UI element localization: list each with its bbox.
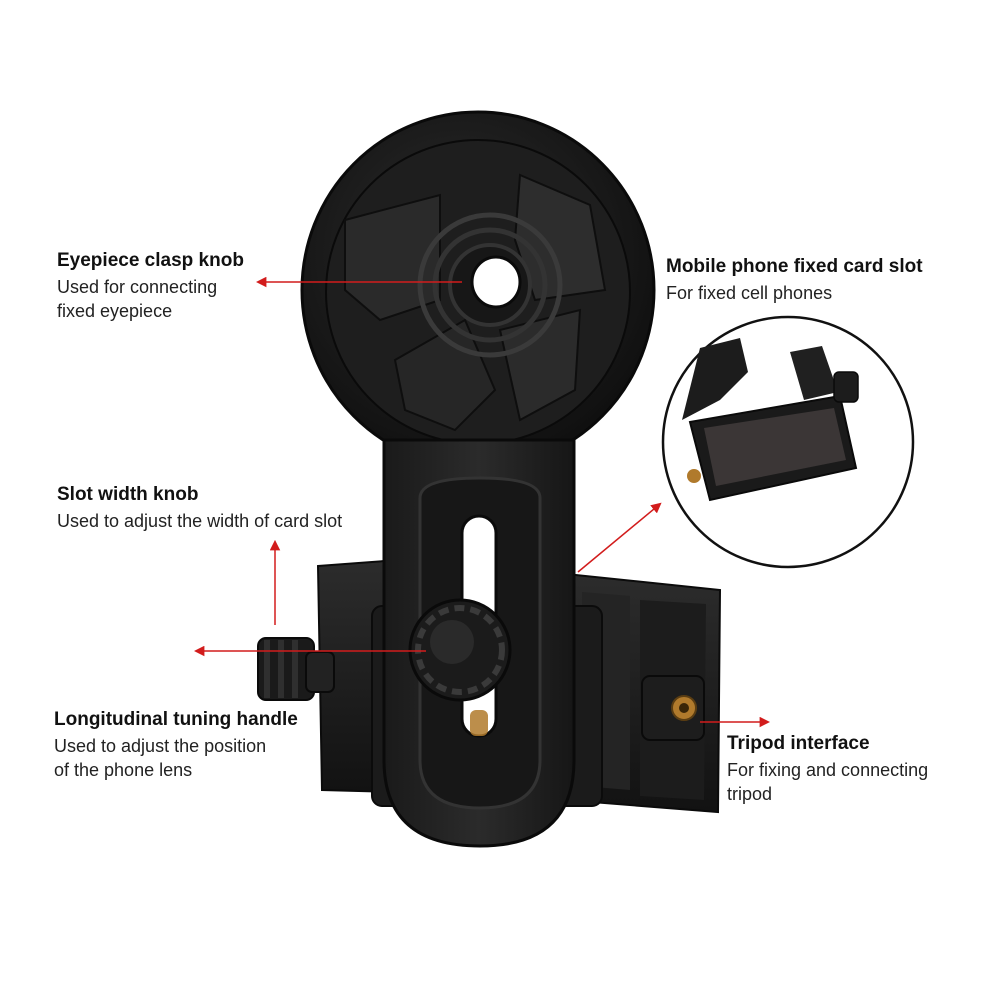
tripod-interface xyxy=(641,675,705,741)
callout-title: Longitudinal tuning handle xyxy=(54,709,298,730)
callout-description-line: fixed eyepiece xyxy=(57,301,173,322)
callout-title: Slot width knob xyxy=(57,484,199,505)
callout-title: Eyepiece clasp knob xyxy=(57,250,244,271)
callout-description-line: Used to adjust the position xyxy=(54,735,267,756)
callout-description: For fixing and connecting tripod xyxy=(727,758,967,807)
callout-eyepiece-clasp-knob: Eyepiece clasp knob Used for connecting … xyxy=(57,250,317,323)
callout-longitudinal-tuning-handle: Longitudinal tuning handle Used to adjus… xyxy=(54,709,354,782)
arrow-card-slot xyxy=(577,502,662,573)
callout-description: Used to adjust the width of card slot xyxy=(57,509,397,533)
inset-card-slot xyxy=(661,315,915,569)
callout-description-line: For fixing and connecting xyxy=(727,759,929,780)
callout-title: Mobile phone fixed card slot xyxy=(666,256,923,277)
callout-tripod-interface: Tripod interface For fixing and connecti… xyxy=(727,733,967,806)
callout-mobile-phone-card-slot: Mobile phone fixed card slot For fixed c… xyxy=(666,256,966,305)
callout-description: For fixed cell phones xyxy=(666,281,966,305)
pointer-arrows xyxy=(193,276,771,728)
callout-description: Used to adjust the position of the phone… xyxy=(54,734,354,783)
callout-title: Tripod interface xyxy=(727,733,870,754)
callout-description-line: of the phone lens xyxy=(54,760,193,781)
callout-slot-width-knob: Slot width knob Used to adjust the width… xyxy=(57,484,397,533)
callout-description: Used for connecting fixed eyepiece xyxy=(57,275,317,324)
callout-description-line: tripod xyxy=(727,784,773,805)
eyepiece-ring xyxy=(300,110,656,470)
callout-description-line: For fixed cell phones xyxy=(666,282,833,303)
callout-description-line: Used for connecting xyxy=(57,276,218,297)
slot-width-knob xyxy=(257,637,335,701)
callout-description-line: Used to adjust the width of card slot xyxy=(57,510,343,531)
longitudinal-knob xyxy=(408,598,512,702)
